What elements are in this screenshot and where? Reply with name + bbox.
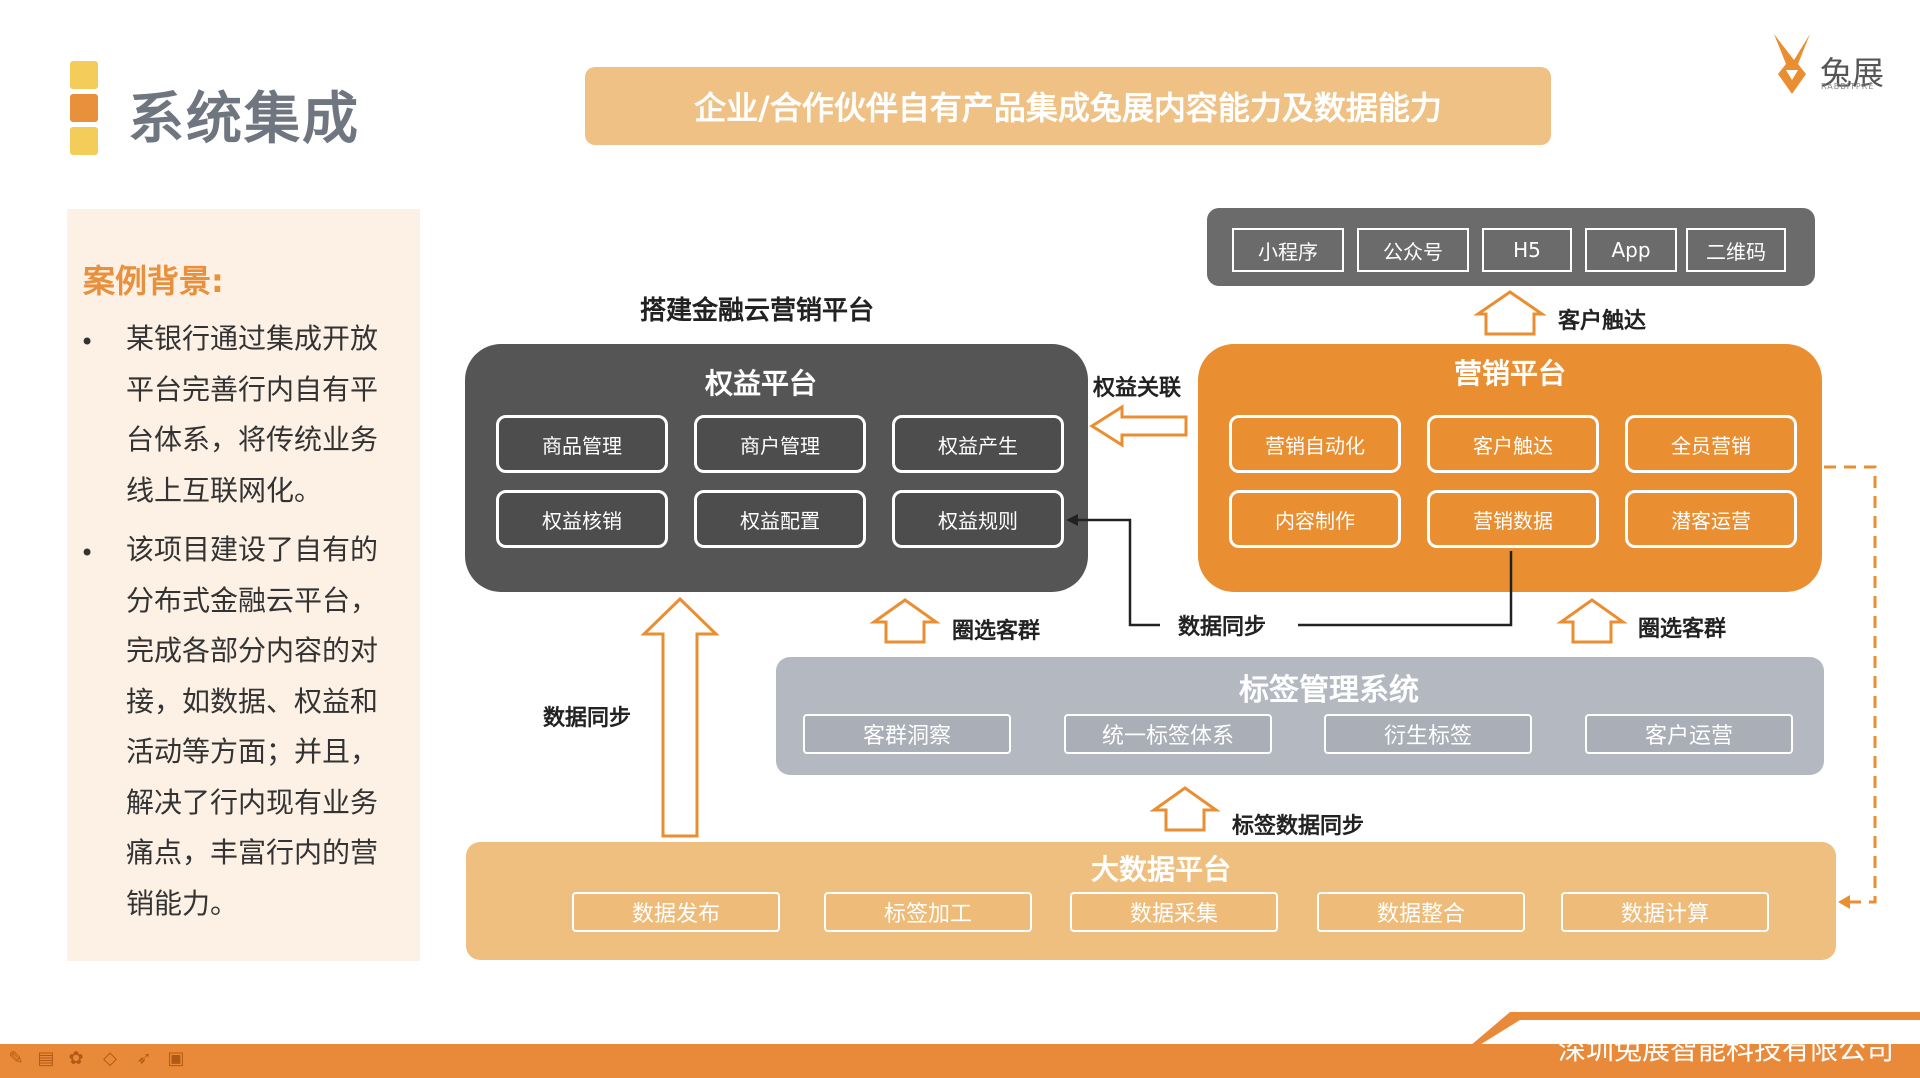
bigdata-platform-title: 大数据平台: [1090, 853, 1231, 886]
equity-item: 商品管理: [496, 415, 668, 473]
case-title: 案例背景:: [83, 262, 224, 300]
bigdata-item: 标签加工: [824, 892, 1032, 932]
tag-system-title: 标签管理系统: [1239, 673, 1419, 708]
bigdata-item: 数据发布: [572, 892, 780, 932]
rabbit-logo-icon: [1774, 34, 1810, 94]
marketing-item: 潜客运营: [1625, 490, 1797, 548]
arrow-head-icon: [1838, 895, 1850, 909]
channel-official-account: 公众号: [1357, 228, 1469, 272]
equity-item: 权益核销: [496, 490, 668, 548]
channel-h5: H5: [1482, 228, 1572, 272]
accent-square-top: [70, 61, 98, 89]
label-data-sync-mid: 数据同步: [1178, 615, 1267, 640]
diagram-title: 搭建金融云营销平台: [640, 296, 875, 326]
up-arrow-icon: [1556, 598, 1628, 644]
equity-item: 权益规则: [892, 490, 1064, 548]
tall-up-arrow-icon: [640, 596, 720, 838]
footer-company: 深圳兔展智能科技有限公司: [1558, 1033, 1895, 1066]
logo-subtext: RABBITPRE: [1821, 82, 1875, 91]
equity-item: 商户管理: [694, 415, 866, 473]
logo-text: 兔展: [1820, 54, 1885, 92]
bigdata-item: 数据计算: [1561, 892, 1769, 932]
footer-stripe: [1470, 1012, 1920, 1046]
equity-platform-title: 权益平台: [704, 367, 817, 400]
channel-miniprogram: 小程序: [1232, 228, 1344, 272]
case-bullet-1: 某银行通过集成开放平台完善行内自有平台体系，将传统业务线上互联网化。: [126, 322, 379, 507]
accent-square-bottom: [70, 127, 98, 155]
data-sync-line: [1072, 518, 1160, 627]
label-equity-link: 权益关联: [1093, 376, 1182, 401]
marketing-item: 营销数据: [1427, 490, 1599, 548]
label-select-crowd-right: 圈选客群: [1638, 617, 1727, 642]
equity-item: 权益配置: [694, 490, 866, 548]
case-panel: [67, 209, 420, 961]
up-arrow-icon: [1149, 786, 1221, 832]
bigdata-item: 数据采集: [1070, 892, 1278, 932]
pen-icon[interactable]: ✎: [8, 1048, 24, 1069]
dashed-connector: [1824, 465, 1877, 904]
pointer-icon[interactable]: ➶: [136, 1048, 152, 1069]
tag-item: 客群洞察: [803, 714, 1011, 754]
tag-item: 客户运营: [1585, 714, 1793, 754]
bullet-marker: •: [80, 539, 95, 567]
screen-icon[interactable]: ▣: [167, 1048, 185, 1069]
bullet-marker: •: [80, 328, 95, 356]
eraser-icon[interactable]: ◇: [103, 1048, 117, 1069]
banner-text: 企业/合作伙伴自有产品集成兔展内容能力及数据能力: [694, 89, 1442, 127]
tag-item: 统一标签体系: [1064, 714, 1272, 754]
marketing-item: 内容制作: [1229, 490, 1401, 548]
layout-icon[interactable]: ▤: [37, 1048, 55, 1069]
accent-square-mid: [70, 94, 98, 122]
label-select-crowd-left: 圈选客群: [952, 619, 1041, 644]
marketing-item: 全员营销: [1625, 415, 1797, 473]
channel-qrcode: 二维码: [1686, 228, 1786, 272]
left-arrow-icon: [1089, 404, 1188, 448]
arrow-head-icon: [1066, 514, 1078, 526]
label-customer-reach: 客户触达: [1558, 309, 1647, 334]
up-arrow-icon: [1473, 290, 1547, 336]
label-data-sync-left: 数据同步: [543, 706, 632, 731]
data-sync-line: [1298, 551, 1513, 627]
marketing-item: 营销自动化: [1229, 415, 1401, 473]
marketing-item: 客户触达: [1427, 415, 1599, 473]
footer-bar: [0, 1044, 1920, 1078]
bigdata-item: 数据整合: [1317, 892, 1525, 932]
channel-app: App: [1585, 228, 1677, 272]
equity-item: 权益产生: [892, 415, 1064, 473]
up-arrow-icon: [869, 598, 941, 644]
tag-item: 衍生标签: [1324, 714, 1532, 754]
banner: 企业/合作伙伴自有产品集成兔展内容能力及数据能力: [585, 67, 1551, 145]
palette-icon[interactable]: ✿: [68, 1048, 84, 1069]
case-bullet-2: 该项目建设了自有的分布式金融云平台，完成各部分内容的对接，如数据、权益和活动等方…: [126, 533, 379, 920]
label-tag-data-sync: 标签数据同步: [1232, 814, 1365, 839]
marketing-platform-title: 营销平台: [1453, 357, 1566, 390]
page-title: 系统集成: [128, 87, 360, 152]
